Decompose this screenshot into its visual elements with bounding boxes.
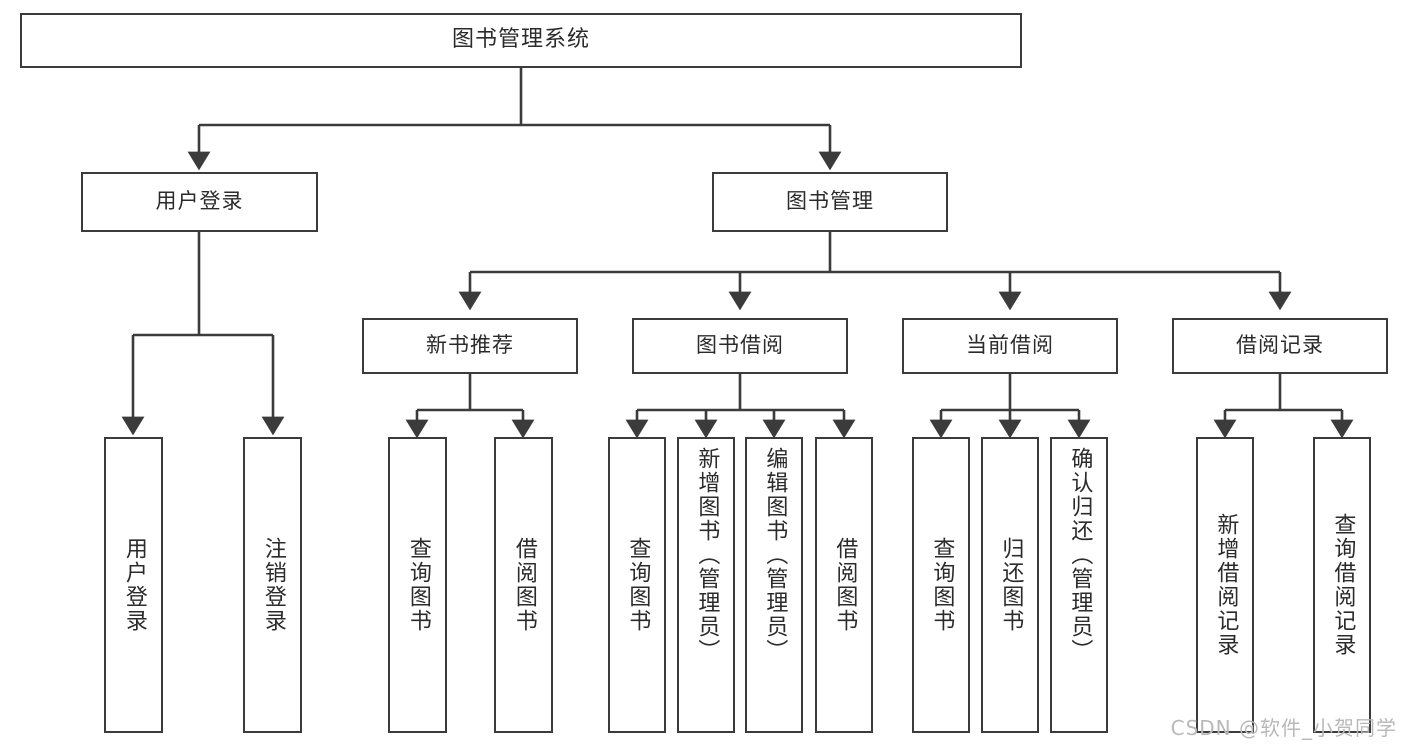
leaf-borrow-borrow-book[interactable]: 借阅图书 — [815, 437, 873, 733]
leaf-user-login-logout[interactable]: 注销登录 — [243, 437, 302, 733]
leaf-borrow-add-book-admin[interactable]: 新增图书（管理员） — [677, 437, 735, 733]
node-label: 新增借阅记录 — [1213, 513, 1239, 657]
node-label: 借阅记录 — [1236, 333, 1324, 358]
node-label: 注销登录 — [260, 537, 286, 633]
node-label: 新书推荐 — [426, 333, 514, 358]
leaf-current-query-book[interactable]: 查询图书 — [912, 437, 970, 733]
node-label: 当前借阅 — [966, 333, 1054, 358]
node-label: 归还图书 — [998, 537, 1024, 633]
node-label: 确认归还（管理员） — [1067, 447, 1093, 663]
node-label: 图书管理系统 — [451, 27, 590, 53]
leaf-borrow-edit-book-admin[interactable]: 编辑图书（管理员） — [745, 437, 803, 733]
node-label: 用户登录 — [121, 537, 147, 633]
leaf-current-return-book[interactable]: 归还图书 — [981, 437, 1039, 733]
node-label: 查询借阅记录 — [1330, 513, 1356, 657]
node-label: 用户登录 — [155, 189, 244, 214]
csdn-watermark: CSDN @软件_小贺同学 — [1170, 716, 1397, 740]
node-label: 查询图书 — [405, 537, 431, 633]
node-borrow-record[interactable]: 借阅记录 — [1172, 318, 1388, 374]
node-label: 查询图书 — [625, 537, 651, 633]
leaf-recommend-query-book[interactable]: 查询图书 — [388, 437, 447, 733]
node-label: 编辑图书（管理员） — [762, 447, 788, 663]
node-book-borrow[interactable]: 图书借阅 — [632, 318, 848, 374]
leaf-record-query-borrow-record[interactable]: 查询借阅记录 — [1313, 437, 1371, 733]
node-user-login[interactable]: 用户登录 — [81, 172, 318, 232]
node-label: 图书管理 — [786, 189, 874, 214]
node-label: 查询图书 — [929, 537, 955, 633]
leaf-user-login-login[interactable]: 用户登录 — [104, 437, 163, 733]
node-label: 图书借阅 — [696, 333, 784, 358]
node-label: 新增图书（管理员） — [694, 447, 720, 663]
leaf-recommend-borrow-book[interactable]: 借阅图书 — [494, 437, 553, 733]
node-label: 借阅图书 — [832, 537, 858, 633]
node-book-management[interactable]: 图书管理 — [712, 172, 948, 232]
leaf-borrow-query-book[interactable]: 查询图书 — [608, 437, 666, 733]
node-label: 借阅图书 — [511, 537, 537, 633]
node-current-borrow[interactable]: 当前借阅 — [902, 318, 1118, 374]
node-root-book-management-system[interactable]: 图书管理系统 — [20, 13, 1022, 68]
leaf-current-confirm-return-admin[interactable]: 确认归还（管理员） — [1050, 437, 1108, 733]
leaf-record-add-borrow-record[interactable]: 新增借阅记录 — [1196, 437, 1254, 733]
node-new-book-recommend[interactable]: 新书推荐 — [362, 318, 578, 374]
